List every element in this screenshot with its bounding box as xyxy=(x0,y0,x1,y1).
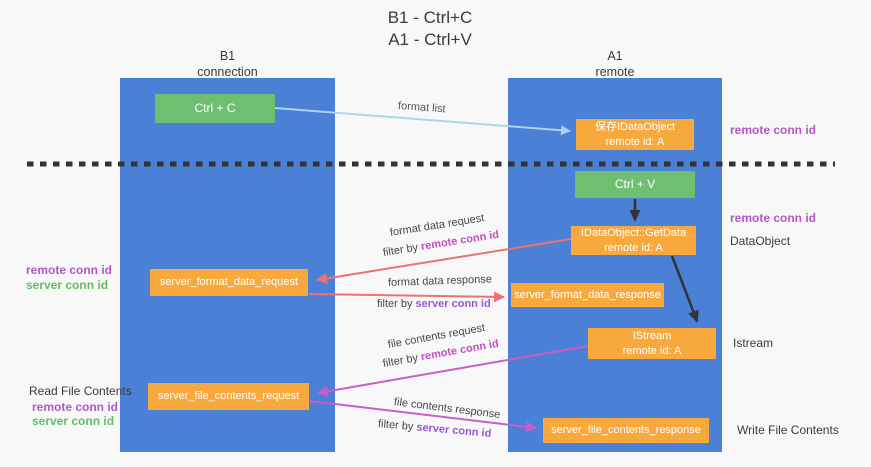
diagram-title: B1 - Ctrl+C A1 - Ctrl+V xyxy=(330,7,530,52)
node-server-format-data-response: server_format_data_response xyxy=(511,283,664,307)
lane-b1-subtitle: connection xyxy=(197,65,258,80)
filter-prefix: filter by xyxy=(377,298,416,310)
node-server-file-contents-response: server_file_contents_response xyxy=(543,418,709,443)
server-conn-id-label-left: server conn id xyxy=(26,278,109,292)
format-list-arrow-label: format list xyxy=(397,100,446,116)
format-response-label: server_format_data_response xyxy=(514,288,661,301)
node-server-format-data-request: server_format_data_request xyxy=(150,269,308,296)
save-idataobject-line2: remote id: A xyxy=(605,135,665,148)
title-line-2: A1 - Ctrl+V xyxy=(388,30,472,50)
node-idataobject-getdata: IDataObject::GetData remote id: A xyxy=(571,226,696,255)
format-data-response-arrow xyxy=(308,291,505,303)
filter-prefix: filter by xyxy=(377,418,417,434)
format-data-response-filter-label: filter by server conn id xyxy=(377,298,491,310)
node-server-file-contents-request: server_file_contents_request xyxy=(148,383,309,410)
remote-conn-id-label-bottom-left: remote conn id xyxy=(32,400,119,414)
lane-header-b1: B1 connection xyxy=(150,48,305,81)
server-conn-id-emphasis: server conn id xyxy=(415,421,492,440)
write-file-contents-label: Write File Contents xyxy=(737,423,839,437)
server-conn-id-emphasis: server conn id xyxy=(415,298,491,310)
getdata-line2: remote id: A xyxy=(604,241,663,254)
node-save-idataobject: 保存IDataObject remote id: A xyxy=(576,119,694,150)
istream-side-label: Istream xyxy=(733,336,774,350)
file-response-label: server_file_contents_response xyxy=(551,424,701,437)
lane-header-a1: A1 remote xyxy=(540,48,690,81)
lane-a1-subtitle: remote xyxy=(595,65,635,80)
title-line-1: B1 - Ctrl+C xyxy=(387,8,473,27)
node-istream: IStream remote id: A xyxy=(588,328,716,359)
file-request-label: server_file_contents_request xyxy=(157,390,300,403)
ctrl-c-label: Ctrl + C xyxy=(194,100,236,115)
remote-conn-id-label-left: remote conn id xyxy=(26,263,113,277)
node-ctrl-v: Ctrl + V xyxy=(575,171,695,198)
format-data-response-arrow-label: format data response xyxy=(387,273,493,289)
filter-prefix: filter by xyxy=(381,351,422,370)
filter-prefix: filter by xyxy=(382,241,422,259)
read-file-contents-label: Read File Contents xyxy=(29,384,132,398)
istream-line1: IStream xyxy=(632,330,672,343)
file-contents-response-filter-label: filter by server conn id xyxy=(377,418,491,440)
node-ctrl-c: Ctrl + C xyxy=(155,94,275,123)
format-request-label: server_format_data_request xyxy=(159,276,299,289)
lane-b1-name: B1 xyxy=(219,49,236,63)
dataobject-label: DataObject xyxy=(730,234,791,248)
ctrl-v-label: Ctrl + V xyxy=(614,176,656,191)
file-contents-response-arrow-label: file contents response xyxy=(393,396,501,421)
remote-conn-id-label-mid-right: remote conn id xyxy=(730,211,817,225)
getdata-line1: IDataObject::GetData xyxy=(580,227,687,240)
istream-line2: remote id: A xyxy=(622,344,682,357)
remote-conn-id-label-top-right: remote conn id xyxy=(730,123,817,137)
server-conn-id-label-bottom-left: server conn id xyxy=(32,414,115,428)
lane-a1-name: A1 xyxy=(607,49,623,63)
save-idataobject-line1: 保存IDataObject xyxy=(594,121,676,134)
